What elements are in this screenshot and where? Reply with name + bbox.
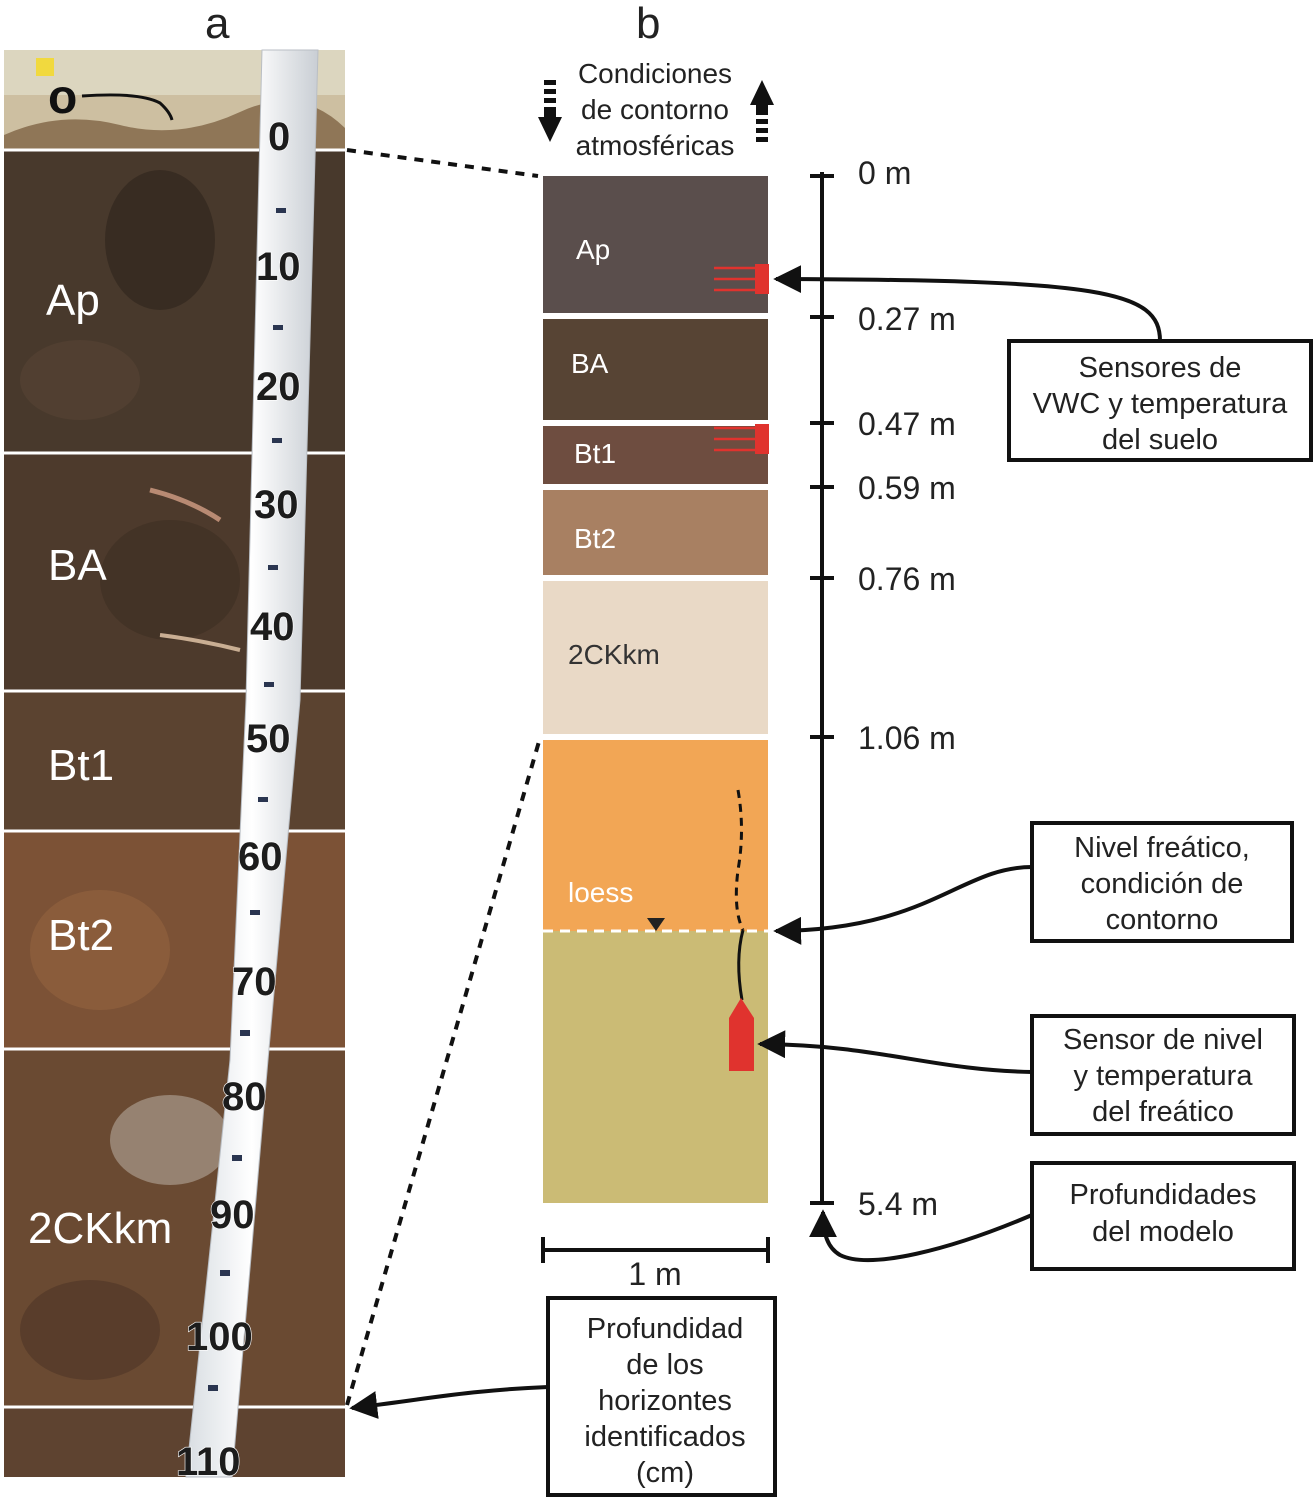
- tape-tick-40: 40: [250, 605, 295, 649]
- tape-tick-60: 60: [238, 835, 283, 879]
- callout-horizon-depth: Profundidad de los horizontes identifica…: [548, 1298, 775, 1495]
- depth-tick-047: 0.47 m: [858, 406, 956, 442]
- arrow-down-icon: [538, 80, 562, 142]
- callout-horizon-depth-line-5: (cm): [636, 1457, 694, 1489]
- arrow-level-sensor: [760, 1044, 1032, 1072]
- connector-bottom-dotted: [347, 738, 540, 1405]
- tape-tick-50: 50: [246, 717, 291, 761]
- callout-level-sensor: Sensor de nivel y temperatura del freáti…: [1032, 1016, 1294, 1134]
- photo-label-bt1: Bt1: [48, 741, 114, 790]
- callout-vwc: Sensores de VWC y temperatura del suelo: [1009, 341, 1311, 460]
- tape-tick-0: 0: [268, 115, 290, 159]
- tape-tick-110: 110: [176, 1440, 241, 1484]
- panel-letter-b: b: [636, 0, 660, 48]
- photo-label-bt2: Bt2: [48, 911, 114, 960]
- callout-water-table-line-1: Nivel freático,: [1074, 832, 1250, 864]
- photo-label-ap: Ap: [46, 276, 100, 325]
- arrow-up-icon: [750, 80, 774, 142]
- callout-water-table: Nivel freático, condición de contorno: [1032, 823, 1292, 941]
- callout-model-depths-line-1: Profundidades: [1069, 1179, 1256, 1211]
- callout-vwc-line-1: Sensores de: [1079, 352, 1242, 384]
- photo-label-ba: BA: [48, 541, 107, 590]
- callout-model-depths: Profundidades del modelo: [1032, 1163, 1294, 1269]
- layer-label-bt1: Bt1: [574, 438, 616, 469]
- tape-tick-100: 100: [186, 1315, 253, 1359]
- atm-line-1: Condiciones: [578, 58, 732, 89]
- panel-letter-a: a: [205, 0, 230, 48]
- layer-label-ba: BA: [571, 348, 609, 379]
- scale-bar-label: 1 m: [628, 1256, 681, 1292]
- depth-tick-027: 0.27 m: [858, 301, 956, 337]
- depth-tick-106: 1.06 m: [858, 720, 956, 756]
- callout-horizon-depth-line-1: Profundidad: [587, 1313, 743, 1345]
- arrow-vwc: [776, 279, 1160, 341]
- tape-tick-70: 70: [232, 960, 277, 1004]
- callout-level-sensor-line-3: del freático: [1092, 1096, 1234, 1128]
- callout-vwc-line-2: VWC y temperatura: [1033, 388, 1288, 420]
- callout-level-sensor-line-2: y temperatura: [1074, 1060, 1254, 1092]
- connector-top-dotted: [347, 150, 538, 176]
- tape-tick-20: 20: [256, 365, 301, 409]
- callout-water-table-line-3: contorno: [1106, 904, 1219, 936]
- photo-label-2ckkm: 2CKkm: [28, 1204, 172, 1253]
- depth-tick-0: 0 m: [858, 155, 911, 191]
- callout-horizon-depth-line-4: identificados: [584, 1421, 745, 1453]
- arrow-horizon-depth: [352, 1387, 548, 1408]
- tape-tick-30: 30: [254, 483, 299, 527]
- soil-photo: o Ap BA Bt1 Bt2 2CKkm 0 10 20 30 40 50 6…: [4, 50, 345, 1484]
- callout-horizon-depth-line-3: horizontes: [598, 1385, 732, 1417]
- callout-level-sensor-line-1: Sensor de nivel: [1063, 1024, 1263, 1056]
- callout-vwc-line-3: del suelo: [1102, 424, 1218, 456]
- depth-tick-059: 0.59 m: [858, 470, 956, 506]
- depth-tick-076: 0.76 m: [858, 561, 956, 597]
- layer-label-loess: loess: [568, 877, 633, 908]
- callout-model-depths-line-2: del modelo: [1092, 1216, 1234, 1248]
- atm-line-2: de contorno: [581, 94, 729, 125]
- atm-line-3: atmosféricas: [576, 130, 735, 161]
- callout-horizon-depth-line-2: de los: [626, 1349, 703, 1381]
- vwc-sensor-lower-icon: [714, 424, 769, 454]
- vwc-sensor-upper-icon: [714, 264, 769, 294]
- depth-tick-54: 5.4 m: [858, 1186, 938, 1222]
- callout-water-table-line-2: condición de: [1081, 868, 1244, 900]
- layer-label-2ckkm: 2CKkm: [568, 639, 660, 670]
- tape-tick-10: 10: [256, 245, 301, 289]
- tape-tick-80: 80: [222, 1075, 267, 1119]
- layer-label-bt2: Bt2: [574, 523, 616, 554]
- layer-label-ap: Ap: [576, 234, 610, 265]
- arrow-water-table: [776, 867, 1032, 931]
- tape-tick-90: 90: [210, 1193, 255, 1237]
- photo-label-o: o: [48, 71, 77, 124]
